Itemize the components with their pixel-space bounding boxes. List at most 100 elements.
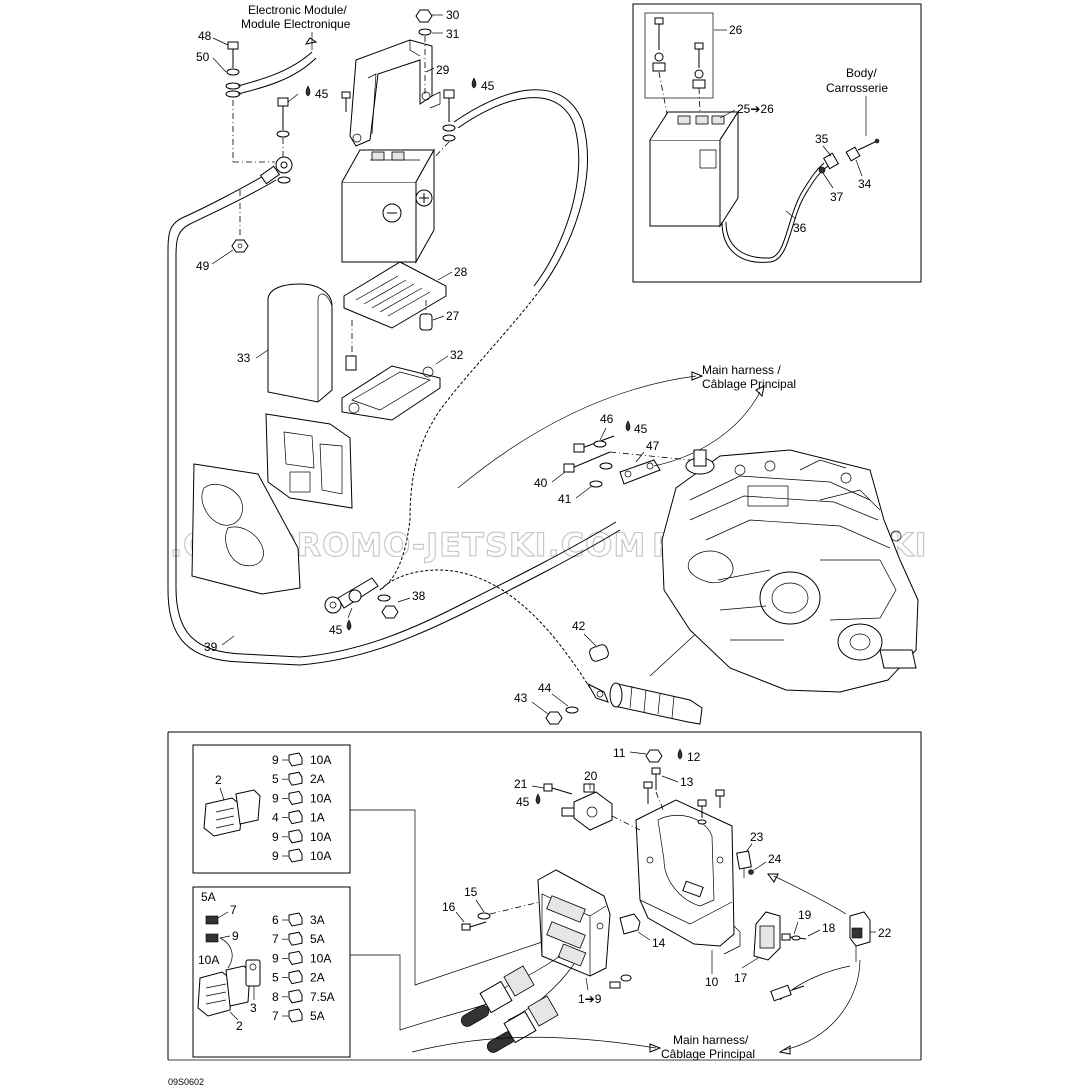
- fuse-number: 9: [272, 951, 279, 965]
- svg-text:43: 43: [514, 691, 528, 705]
- svg-text:Electronic Module/: Electronic Module/: [248, 3, 347, 17]
- svg-text:Câblage Principal: Câblage Principal: [702, 377, 796, 391]
- svg-text:45: 45: [329, 623, 343, 637]
- harness-connectors: [460, 965, 559, 1053]
- svg-text:45: 45: [481, 79, 495, 93]
- svg-text:18: 18: [822, 921, 836, 935]
- fuse-icon: [288, 829, 303, 844]
- battery-inset-box: 26 25➔26 Body/ Carrosserie 35 34 37 36: [632, 3, 922, 283]
- fuse-rating: 7.5A: [310, 990, 335, 1004]
- battery-strap: [349, 39, 441, 147]
- svg-text:23: 23: [750, 830, 764, 844]
- fuse-holder-1: [203, 789, 261, 837]
- svg-text:37: 37: [830, 190, 844, 204]
- svg-text:50: 50: [196, 50, 210, 64]
- starter-motor: [609, 682, 703, 725]
- fuse-row: 6 3A: [272, 912, 325, 927]
- svg-text:48: 48: [198, 29, 212, 43]
- svg-text:10A: 10A: [198, 953, 219, 967]
- engine-block: [661, 449, 919, 693]
- inset-battery: [649, 110, 739, 228]
- svg-text:32: 32: [450, 348, 464, 362]
- fuse-number: 7: [272, 1009, 279, 1023]
- fuse-number: 8: [272, 990, 279, 1004]
- electronic-module: [499, 869, 632, 1021]
- fuse-rating: 1A: [310, 811, 325, 825]
- fuse-number: 6: [272, 913, 279, 927]
- svg-text:40: 40: [534, 476, 548, 490]
- svg-text:42: 42: [572, 619, 586, 633]
- svg-text:41: 41: [558, 492, 572, 506]
- fuse-row: 8 7.5A: [272, 989, 335, 1004]
- fuse-icon: [288, 810, 303, 825]
- part-20-sensor: [543, 783, 613, 831]
- svg-text:33: 33: [237, 351, 251, 365]
- svg-text:16: 16: [442, 900, 456, 914]
- svg-text:7: 7: [230, 903, 237, 917]
- battery-assembly: 48 50 45 49 30 31: [167, 8, 919, 725]
- svg-text:19: 19: [798, 908, 812, 922]
- fuse-number: 9: [272, 849, 279, 863]
- fuse-rating: 2A: [310, 971, 325, 985]
- svg-text:Module Electronique: Module Electronique: [241, 17, 351, 31]
- fuse-row: 4 1A: [272, 810, 325, 825]
- fuse-number: 7: [272, 932, 279, 946]
- svg-text:10: 10: [705, 975, 719, 989]
- fuse-icon: [288, 790, 303, 805]
- svg-text:30: 30: [446, 8, 460, 22]
- svg-text:28: 28: [454, 265, 468, 279]
- svg-text:45: 45: [634, 422, 648, 436]
- fuse-rating: 5A: [310, 1009, 325, 1023]
- battery-bracket: [341, 320, 441, 421]
- ground-hardware: [563, 435, 691, 488]
- harness-wire-end: [770, 984, 805, 1002]
- fuse-row: 9 10A: [272, 950, 331, 965]
- svg-text:Carrosserie: Carrosserie: [826, 81, 888, 95]
- svg-text:45: 45: [315, 87, 329, 101]
- svg-text:25➔26: 25➔26: [737, 102, 774, 116]
- fuse-rating: 10A: [310, 849, 331, 863]
- svg-text:Main harness/: Main harness/: [673, 1033, 749, 1047]
- svg-text:29: 29: [436, 63, 450, 77]
- svg-text:3: 3: [250, 1001, 257, 1015]
- svg-text:24: 24: [768, 852, 782, 866]
- fuse-rating: 10A: [310, 830, 331, 844]
- svg-text:27: 27: [446, 309, 460, 323]
- svg-text:22: 22: [878, 926, 892, 940]
- module-bracket: [635, 799, 741, 955]
- fuse-row: 9 10A: [272, 752, 331, 767]
- svg-text:12: 12: [687, 750, 701, 764]
- fuse-row: 7 5A: [272, 1008, 325, 1023]
- svg-text:31: 31: [446, 27, 460, 41]
- svg-text:Main harness /: Main harness /: [702, 363, 781, 377]
- svg-text:38: 38: [412, 589, 426, 603]
- fuse-icon: [288, 912, 303, 927]
- fuse-number: 5: [272, 971, 279, 985]
- part-22-connector: [849, 911, 871, 962]
- fuse-number: 4: [272, 811, 279, 825]
- fuse-rating: 10A: [310, 791, 331, 805]
- fuse-rating: 3A: [310, 913, 325, 927]
- watermark-text: PROMO-JETSKI.COM: [272, 526, 646, 564]
- svg-text:17: 17: [734, 971, 748, 985]
- svg-text:35: 35: [815, 132, 829, 146]
- fuse-icon: [288, 950, 303, 965]
- fuse-rating: 10A: [310, 753, 331, 767]
- svg-text:39: 39: [204, 640, 218, 654]
- fuse-icon: [288, 989, 303, 1004]
- svg-text:13: 13: [680, 775, 694, 789]
- ground-terminal: [324, 577, 399, 619]
- svg-text:15: 15: [464, 885, 478, 899]
- battery-tray: [343, 261, 447, 329]
- fuse-icon: [288, 1008, 303, 1023]
- fuse-rating: 10A: [310, 951, 331, 965]
- fuse-icon: [288, 752, 303, 767]
- fuse-number: 9: [272, 753, 279, 767]
- svg-text:5A: 5A: [201, 890, 216, 904]
